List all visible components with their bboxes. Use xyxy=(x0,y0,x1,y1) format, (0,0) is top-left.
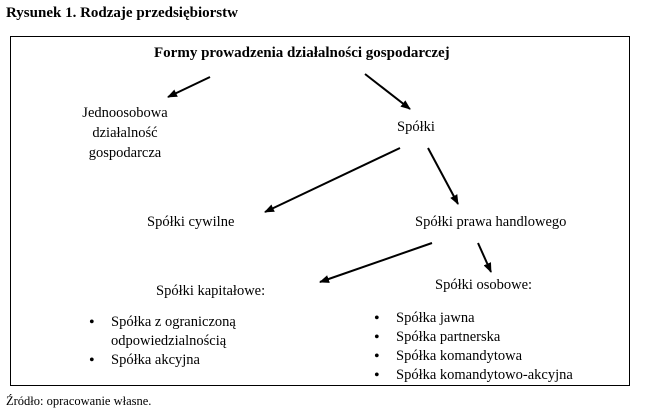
capital-companies-list: Spółka z ograniczoną odpowiedzialnością … xyxy=(87,313,291,370)
list-item: Spółka komandytowo-akcyjna xyxy=(372,366,573,385)
list-item: Spółka komandytowa xyxy=(372,347,573,366)
figure-title: Rysunek 1. Rodzaje przedsiębiorstw xyxy=(6,5,238,21)
arrow-root-to-sole xyxy=(167,76,211,98)
capital-companies-node: Spółki kapitałowe: xyxy=(156,283,266,299)
sole-line-1: Jednoosobowa xyxy=(82,105,168,121)
commercial-companies-node: Spółki prawa handlowego xyxy=(415,214,567,230)
partnership-companies-node: Spółki osobowe: xyxy=(435,277,533,293)
source-note: Źródło: opracowanie własne. xyxy=(6,394,152,408)
arrow-companies-to-commercial xyxy=(427,147,459,205)
list-item: Spółka akcyjna xyxy=(87,351,291,370)
sole-proprietorship-node: Jednoosobowa działalność gospodarcza xyxy=(62,103,188,163)
civil-companies-node: Spółki cywilne xyxy=(147,214,235,230)
list-item: Spółka z ograniczoną odpowiedzialnością xyxy=(87,313,291,351)
arrow-commercial-to-capital xyxy=(319,242,433,283)
partnership-companies-list: Spółka jawna Spółka partnerska Spółka ko… xyxy=(372,309,573,385)
sole-line-3: gospodarcza xyxy=(88,145,162,161)
sole-line-2: działalność xyxy=(92,125,158,141)
arrow-commercial-to-partnership xyxy=(477,242,492,273)
diagram-frame xyxy=(10,36,630,386)
companies-node: Spółki xyxy=(397,119,435,135)
list-item: Spółka jawna xyxy=(372,309,573,328)
capital-item-1: Spółka z ograniczoną odpowiedzialnością xyxy=(111,314,236,349)
arrow-companies-to-civil xyxy=(264,147,401,213)
arrow-root-to-companies xyxy=(364,73,411,110)
root-node: Formy prowadzenia działalności gospodarc… xyxy=(154,45,450,61)
list-item: Spółka partnerska xyxy=(372,328,573,347)
